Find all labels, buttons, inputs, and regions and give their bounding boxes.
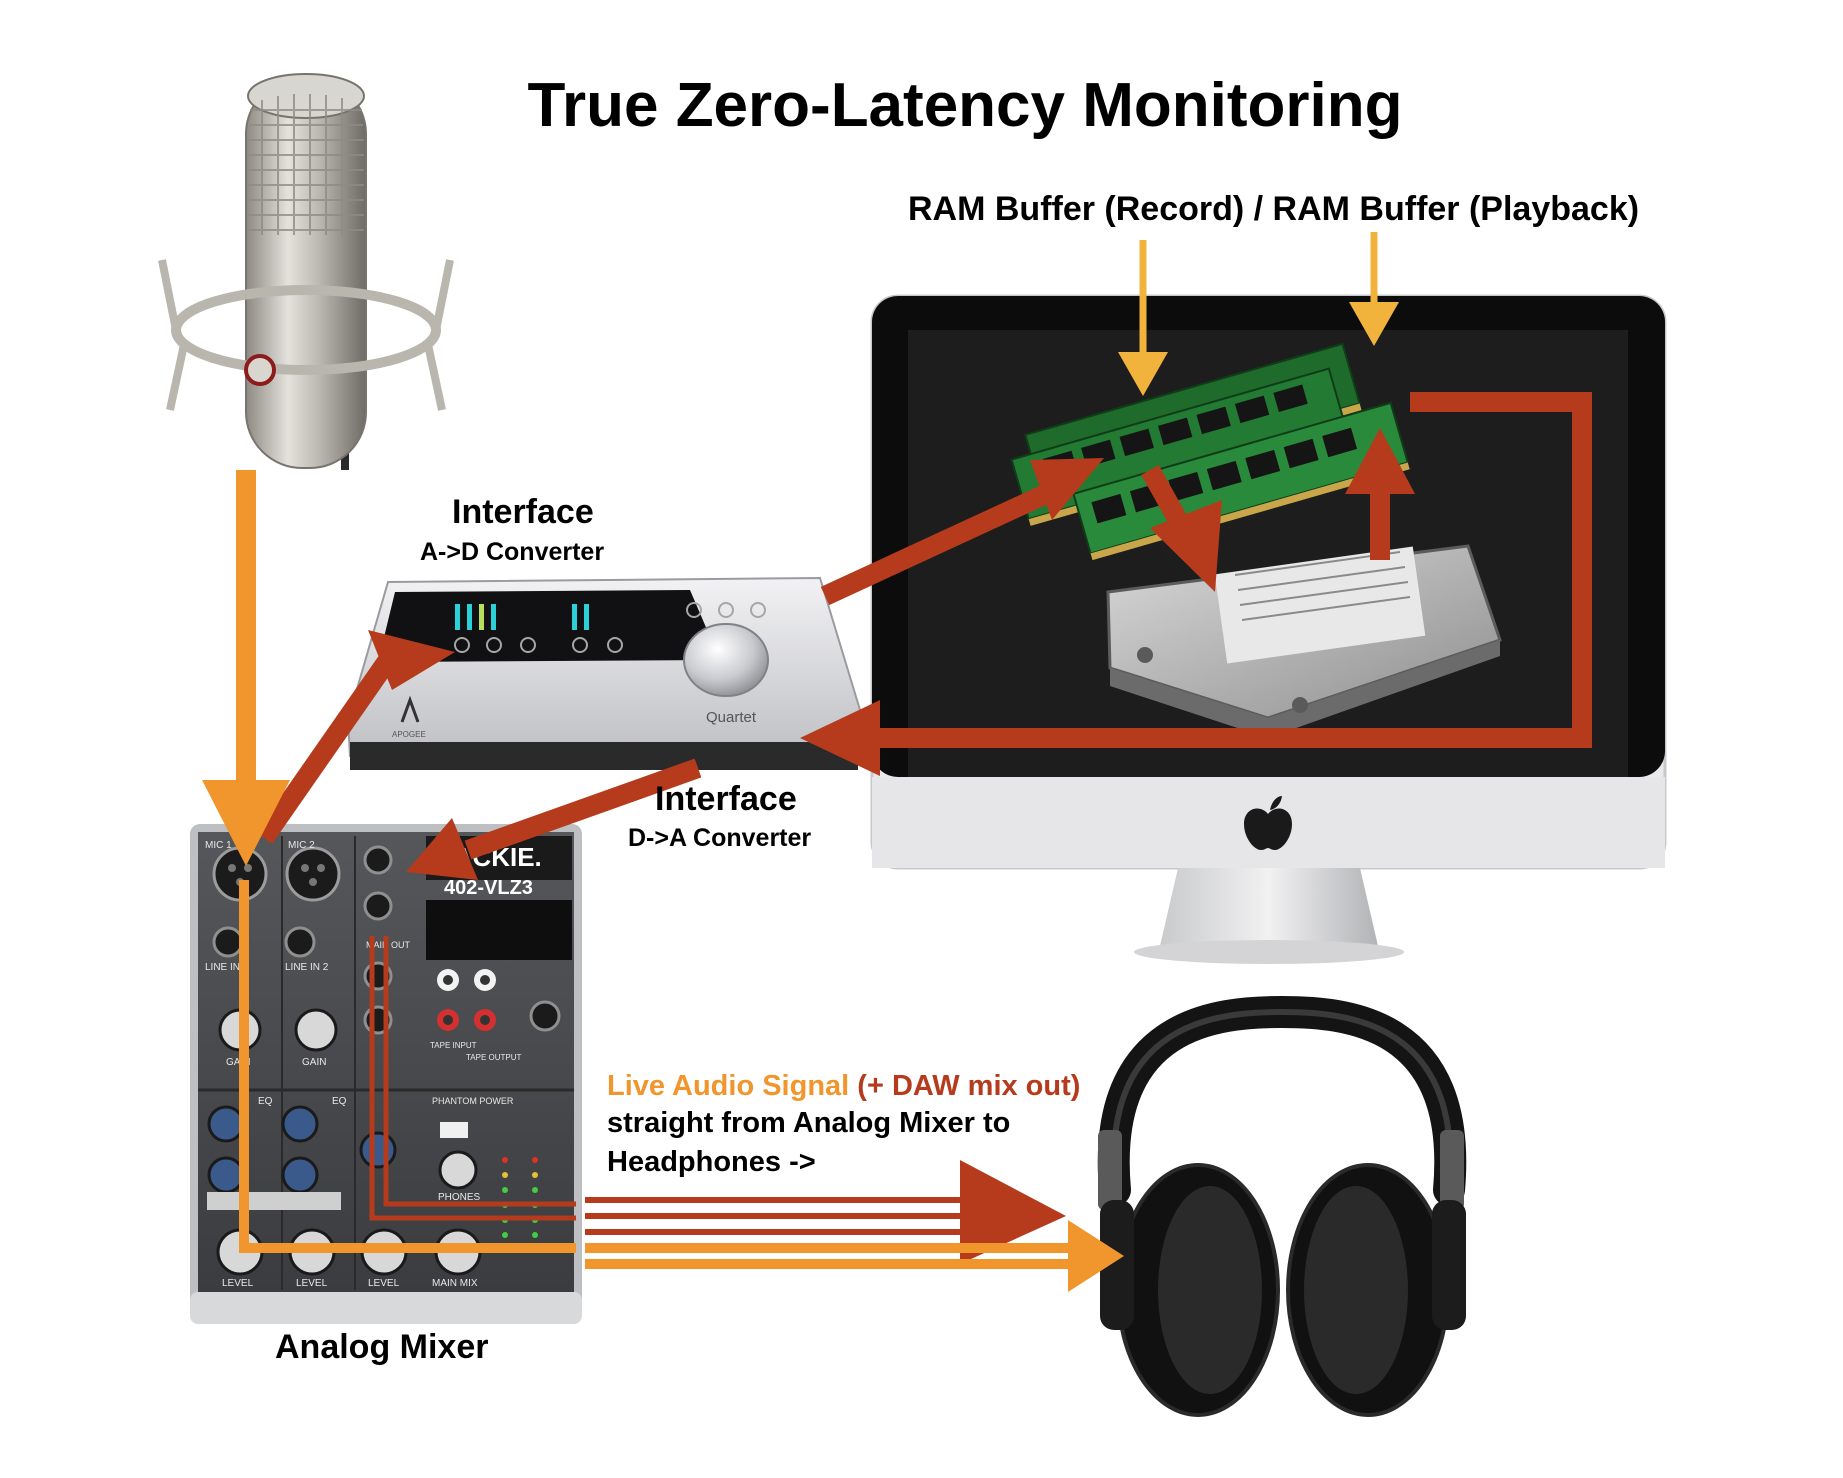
headphones-icon — [1097, 995, 1467, 1417]
interface-maker: APOGEE — [392, 730, 426, 739]
interface-adc-title: Interface — [452, 493, 594, 531]
mixer-label-main-mix: MAIN MIX — [432, 1278, 478, 1289]
mixer-model: 402-VLZ3 — [444, 877, 533, 899]
interface-dac-title: Interface — [655, 780, 797, 818]
mixer-label-line1: LINE IN 1 — [205, 962, 249, 973]
mixer-label-eq1: EQ — [258, 1096, 273, 1107]
phantom-power-switch — [440, 1122, 468, 1138]
apple-logo-icon — [1244, 796, 1292, 850]
live-signal-label: Live Audio Signal — [607, 1070, 850, 1102]
mixer-label-gain2: GAIN — [302, 1057, 326, 1068]
mixer-label-level2: LEVEL — [296, 1278, 328, 1289]
mixer-label-level1: LEVEL — [222, 1278, 254, 1289]
diagram-title: True Zero-Latency Monitoring — [527, 71, 1403, 140]
daw-signal-arrows — [255, 392, 1592, 1264]
live-signal-arrows — [202, 470, 1124, 1292]
live-signal-caption: Live Audio Signal (+ DAW mix out) — [607, 1070, 1080, 1103]
microphone-icon — [158, 73, 454, 470]
interface-adc-subtitle: A->D Converter — [420, 538, 605, 566]
mixer-label-mic2: MIC 2 — [288, 840, 315, 851]
ram-arrows — [1118, 232, 1399, 396]
analog-mixer-label: Analog Mixer — [275, 1328, 489, 1366]
mixer-rca-jacks — [437, 969, 496, 1031]
audio-interface-icon: Quartet APOGEE — [346, 576, 862, 770]
live-signal-line2: straight from Analog Mixer to — [607, 1107, 1011, 1139]
mixer-label-gain1: GAIN — [226, 1057, 250, 1068]
daw-mix-label: (+ DAW mix out) — [849, 1070, 1081, 1102]
mixer-label-phones: PHONES — [438, 1192, 481, 1203]
interface-dac-subtitle: D->A Converter — [628, 824, 812, 852]
ram-module-icon — [1010, 342, 1410, 561]
mixer-label-mic1: MIC 1 — [205, 840, 232, 851]
mixer-label-level3: LEVEL — [368, 1278, 400, 1289]
hard-drive-icon — [1106, 544, 1502, 738]
mixer-label-eq2: EQ — [332, 1096, 347, 1107]
ram-buffer-label: RAM Buffer (Record) / RAM Buffer (Playba… — [908, 190, 1640, 228]
mixer-label-tape-out: TAPE OUTPUT — [466, 1053, 522, 1062]
interface-meters — [455, 604, 589, 630]
interface-brand: Quartet — [706, 709, 757, 726]
live-signal-line3: Headphones -> — [607, 1146, 816, 1178]
mixer-label-tape-in: TAPE INPUT — [430, 1041, 477, 1050]
mixer-label-line2: LINE IN 2 — [285, 962, 329, 973]
mixer-label-phantom: PHANTOM POWER — [432, 1096, 514, 1106]
